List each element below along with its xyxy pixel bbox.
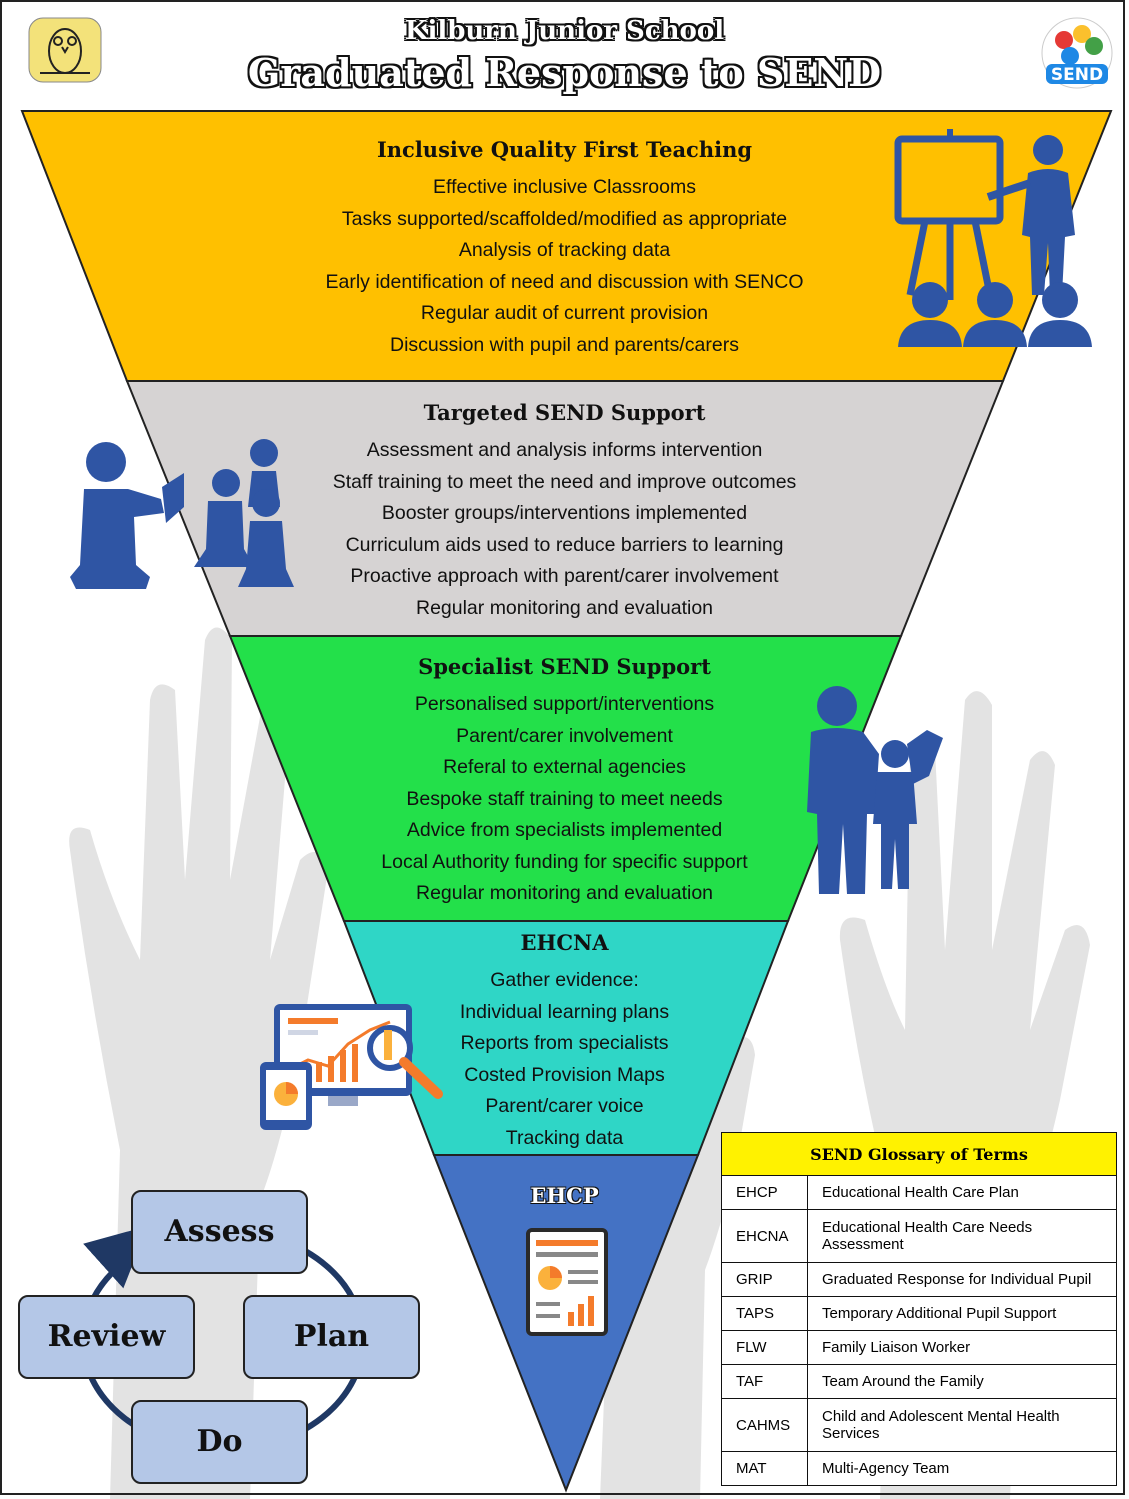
glossary-meaning: Educational Health Care Needs Assessment	[807, 1209, 1117, 1263]
tier-2-item: Curriculum aids used to reduce barriers …	[345, 533, 784, 556]
glossary-abbr: TAF	[721, 1364, 808, 1399]
glossary-meaning: Educational Health Care Plan	[807, 1175, 1117, 1210]
page-title: Graduated Response to SEND	[247, 50, 882, 95]
tier-3-item: Local Authority funding for specific sup…	[381, 850, 748, 873]
cycle-step-assess: Assess	[131, 1190, 308, 1274]
tier-1-item: Analysis of tracking data	[458, 239, 671, 261]
glossary-abbr: GRIP	[721, 1262, 808, 1297]
tier-3-section: Specialist SEND Support Personalised sup…	[0, 654, 1129, 910]
tier-3-item: Parent/carer involvement	[456, 724, 673, 747]
glossary-abbr: MAT	[721, 1451, 808, 1486]
tier-3-item: Advice from specialists implemented	[406, 819, 723, 841]
tier-5-title: EHCP	[530, 1183, 599, 1208]
send-logo-icon: SEND	[1041, 17, 1113, 89]
data-analysis-icon	[260, 1004, 443, 1130]
glossary-meaning: Temporary Additional Pupil Support	[807, 1296, 1117, 1331]
tier-4-item: Individual learning plans	[459, 1000, 670, 1023]
report-document-icon	[526, 1228, 608, 1336]
tier-1-item: Early identification of need and discuss…	[325, 270, 804, 293]
glossary-meaning: Child and Adolescent Mental Health Servi…	[807, 1398, 1117, 1452]
tier-1-item: Regular audit of current provision	[420, 302, 709, 324]
tier-1-item: Tasks supported/scaffolded/modified as a…	[341, 207, 788, 230]
tier-2-item: Assessment and analysis informs interven…	[366, 439, 763, 461]
glossary-meaning: Multi-Agency Team	[807, 1451, 1117, 1486]
tier-3-item: Personalised support/interventions	[414, 693, 715, 715]
tier-3-item: Bespoke staff training to meet needs	[406, 787, 723, 810]
tier-2-section: Targeted SEND Support Assessment and ana…	[0, 400, 1129, 624]
glossary-abbr: FLW	[721, 1330, 808, 1365]
glossary-abbr: EHCP	[721, 1175, 808, 1210]
cycle-step-review: Review	[18, 1295, 195, 1379]
glossary-abbr: EHCNA	[721, 1209, 808, 1263]
tier-1-item: Effective inclusive Classrooms	[433, 176, 696, 198]
tier-1-section: Inclusive Quality First Teaching Effecti…	[0, 137, 1129, 361]
school-name: Kilburn Junior School	[404, 16, 725, 46]
glossary-meaning: Graduated Response for Individual Pupil	[807, 1262, 1117, 1297]
tier-4-item: Tracking data	[505, 1126, 624, 1149]
tier-4-item: Costed Provision Maps	[464, 1063, 665, 1086]
tier-3-item: Regular monitoring and evaluation	[415, 882, 714, 904]
tier-3-item: Referal to external agencies	[443, 756, 686, 778]
tier-2-item: Regular monitoring and evaluation	[415, 596, 714, 619]
cycle-step-plan: Plan	[243, 1295, 420, 1379]
tier-4-item: Reports from specialists	[460, 1032, 669, 1054]
glossary-title: SEND Glossary of Terms	[721, 1132, 1117, 1176]
glossary-abbr: CAHMS	[721, 1398, 808, 1452]
small-group-teaching-icon	[70, 439, 294, 589]
send-logo-text: SEND	[1051, 65, 1103, 85]
tier-4-title: EHCNA	[520, 930, 609, 955]
teacher-presentation-icon	[894, 129, 1092, 347]
adult-child-reading-icon	[807, 686, 943, 894]
tier-1-item: Discussion with pupil and parents/carers	[389, 333, 739, 356]
tier-4-item: Gather evidence:	[490, 969, 639, 991]
glossary-meaning: Family Liaison Worker	[807, 1330, 1117, 1365]
glossary-meaning: Team Around the Family	[807, 1364, 1117, 1399]
tier-2-item: Proactive approach with parent/carer inv…	[350, 565, 779, 587]
cycle-step-do: Do	[131, 1400, 308, 1484]
tier-5-section: EHCP	[0, 1183, 1129, 1218]
tier-4-item: Parent/carer voice	[485, 1095, 644, 1117]
tier-2-item: Booster groups/interventions implemented	[381, 502, 748, 524]
tier-2-item: Staff training to meet the need and impr…	[332, 470, 797, 493]
glossary-abbr: TAPS	[721, 1296, 808, 1331]
owl-logo-icon	[28, 17, 102, 83]
tier-1-title: Inclusive Quality First Teaching	[376, 137, 753, 162]
tier-4-section: EHCNA Gather evidence: Individual learni…	[0, 930, 1129, 1154]
tier-2-title: Targeted SEND Support	[423, 400, 706, 425]
tier-3-title: Specialist SEND Support	[418, 654, 711, 679]
